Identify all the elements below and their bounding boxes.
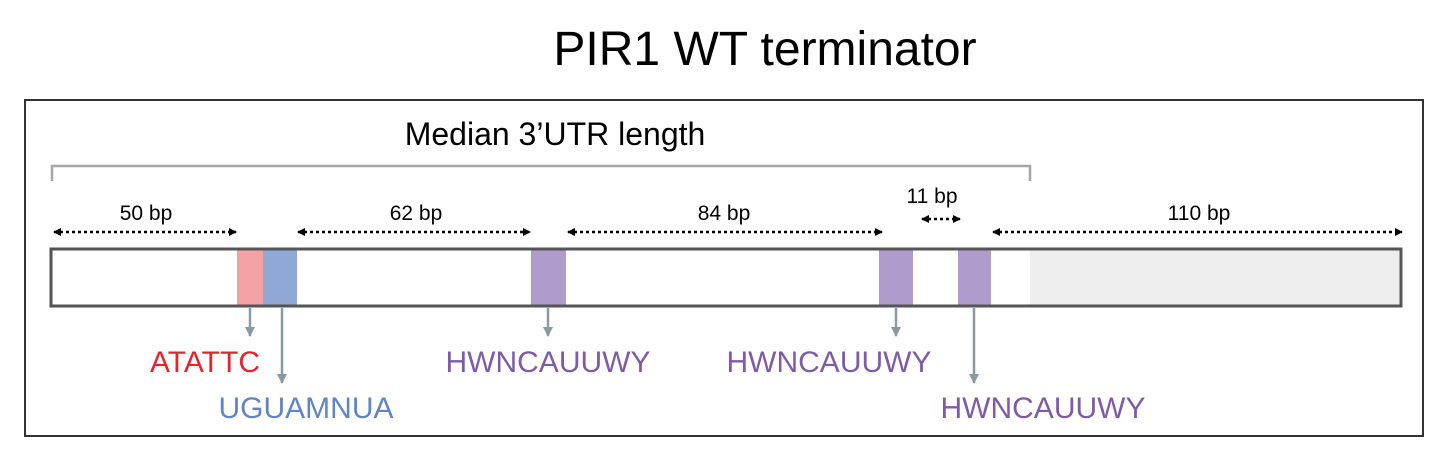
motif-box-atattc — [237, 249, 263, 306]
spacing-11bp: 11 bp — [907, 185, 961, 223]
motif-label-hwncauuwy-3: HWNCAUUWY — [941, 392, 1146, 425]
spacing-50bp: 50 bp — [53, 202, 237, 236]
spacing-84bp: 84 bp — [567, 202, 883, 236]
motif-box-hwncauuwy-2 — [879, 249, 913, 306]
motif-label-hwncauuwy-1: HWNCAUUWY — [446, 346, 651, 379]
spacing-62bp: 62 bp — [297, 202, 531, 236]
motif-label-uguamnua: UGUAMNUA — [218, 392, 393, 425]
median-utr-label: Median 3’UTR length — [405, 116, 706, 152]
spacing-label: 62 bp — [390, 202, 443, 225]
motif-label-atattc: ATATTC — [150, 346, 260, 379]
diagram-title: PIR1 WT terminator — [553, 23, 977, 76]
beyond-utr-region — [1030, 249, 1401, 306]
motif-box-uguamnua — [263, 249, 297, 306]
spacing-110bp: 110 bp — [992, 202, 1403, 236]
median-utr-bracket — [50, 164, 1032, 181]
panel-frame — [24, 99, 1424, 437]
motif-box-hwncauuwy-3 — [958, 249, 991, 306]
motif-label-hwncauuwy-2: HWNCAUUWY — [727, 346, 932, 379]
terminator-bar-outline — [49, 247, 1403, 308]
spacing-label: 84 bp — [698, 202, 751, 225]
spacing-label: 50 bp — [120, 202, 173, 225]
motif-box-hwncauuwy-1 — [531, 249, 566, 306]
spacing-label: 110 bp — [1168, 202, 1231, 225]
spacing-label: 11 bp — [907, 185, 958, 208]
